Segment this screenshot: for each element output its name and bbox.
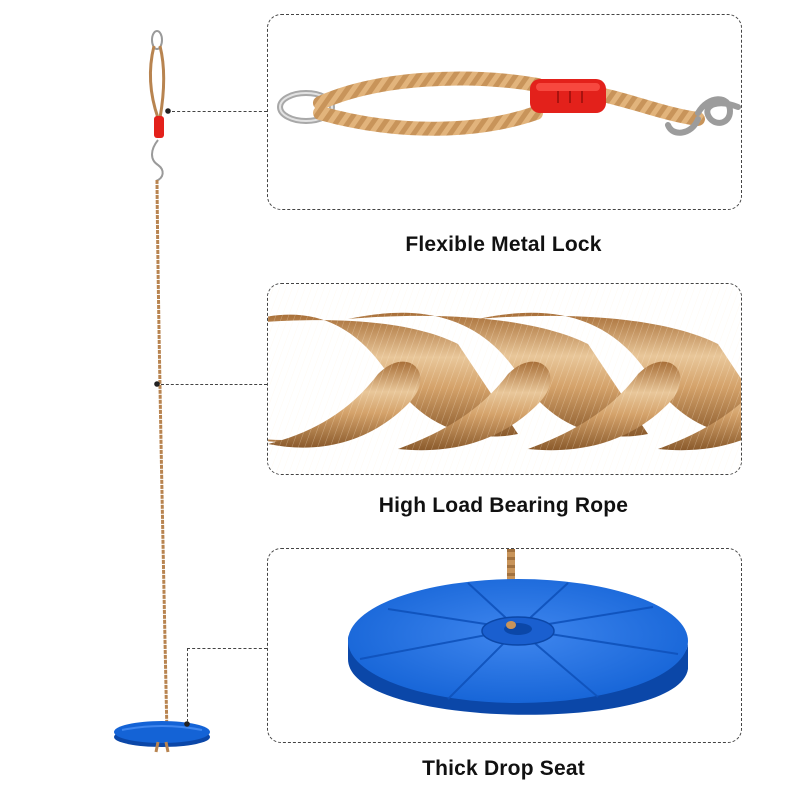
rope-closeup-image bbox=[268, 284, 741, 474]
leader-line-seat bbox=[187, 648, 267, 649]
lock-detail-panel bbox=[267, 14, 742, 210]
leader-line-seat-vertical bbox=[187, 648, 188, 722]
full-swing-illustration bbox=[114, 30, 210, 753]
metal-lock-image bbox=[277, 71, 741, 136]
caption-thick-drop-seat: Thick Drop Seat bbox=[422, 757, 585, 780]
rope-detail-panel bbox=[267, 283, 742, 475]
caption-flexible-metal-lock: Flexible Metal Lock bbox=[405, 233, 602, 256]
seat-detail-panel bbox=[267, 548, 742, 743]
leader-line-lock bbox=[172, 111, 267, 112]
caption-high-load-bearing-rope: High Load Bearing Rope bbox=[378, 494, 629, 517]
leader-line-rope bbox=[161, 384, 267, 385]
drop-seat-image bbox=[348, 549, 688, 715]
